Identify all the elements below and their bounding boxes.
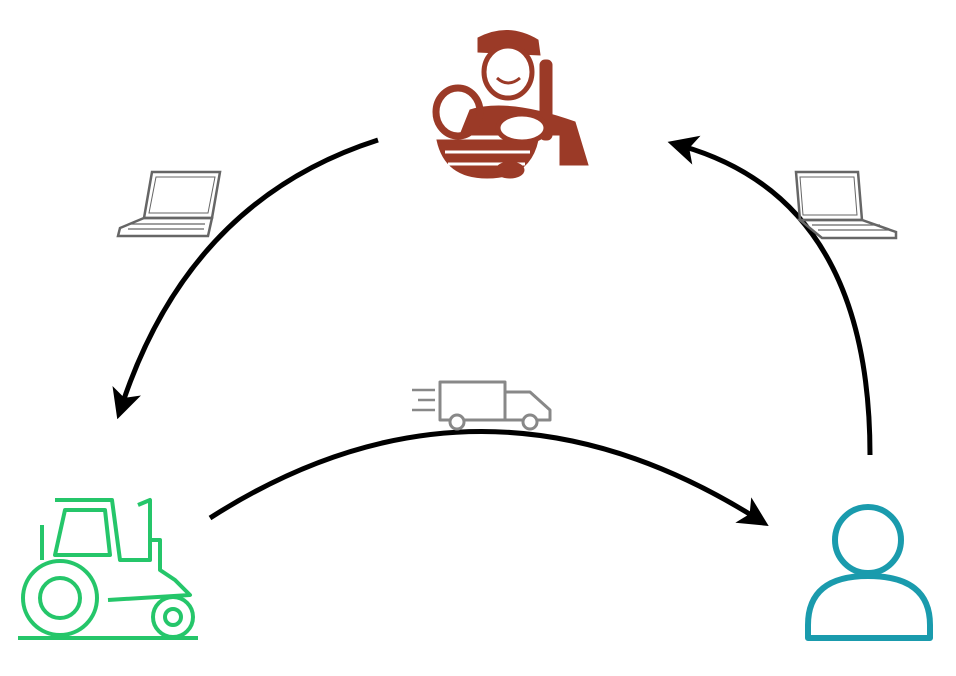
- arrow-farmer-to-customer: [208, 429, 769, 526]
- arrow-vendor-to-farmer: [112, 137, 379, 420]
- arrow-customer-to-vendor: [667, 135, 873, 456]
- delivery-truck-icon: [412, 380, 552, 431]
- user-icon: [805, 504, 933, 641]
- laptop-icon: [794, 170, 898, 240]
- vendor-with-basket-icon: [432, 29, 589, 179]
- tractor-icon: [18, 498, 198, 640]
- laptop-icon: [116, 170, 222, 238]
